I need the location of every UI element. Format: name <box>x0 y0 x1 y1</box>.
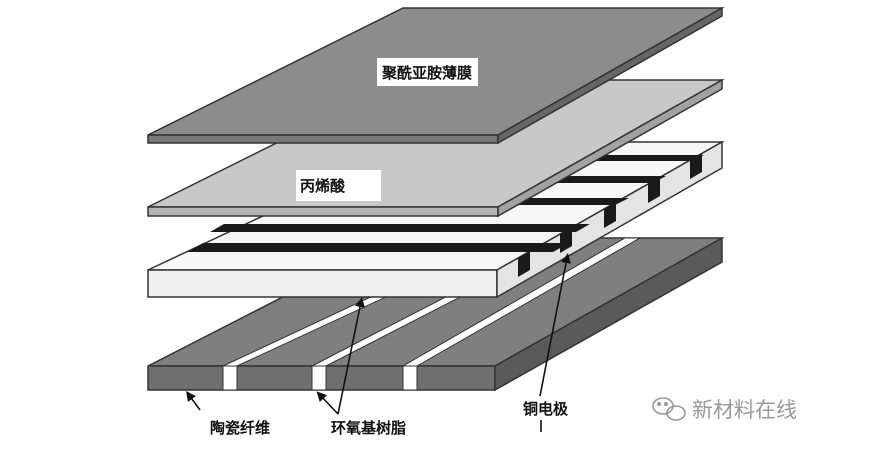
copper-stripe-end <box>604 202 616 228</box>
label-acrylic: 丙烯酸 <box>300 177 346 195</box>
epoxy-strip-front <box>402 365 418 391</box>
watermark: 新材料在线 <box>652 397 797 422</box>
arrows <box>186 253 571 432</box>
polyimide-layer-side <box>497 6 723 145</box>
acrylic-layer-front <box>147 206 499 217</box>
label-ceramic-fiber: 陶瓷纤维 <box>210 419 270 437</box>
wechat-icon <box>652 397 686 421</box>
copper-stripe-end <box>648 177 660 203</box>
copper-stripe <box>592 155 704 161</box>
label-box-acrylic <box>296 170 381 201</box>
copper-stripe-end <box>518 251 530 277</box>
label-copper-electrode: 铜电极 <box>523 400 569 418</box>
copper-stripe <box>210 224 590 232</box>
label-epoxy-resin: 环氧基树脂 <box>331 419 406 437</box>
copper-stripe-end <box>690 153 702 179</box>
copper-stripe <box>553 176 666 183</box>
arrow-copper-electrode <box>539 253 571 397</box>
label-box-polyimide <box>377 58 478 86</box>
epoxy-strip-front <box>311 365 327 391</box>
epoxy-strip-front <box>222 365 238 391</box>
polyimide-layer-front <box>147 134 499 144</box>
base-layer-side <box>494 236 723 392</box>
electrode-layer-front <box>147 269 498 298</box>
acrylic-layer-side <box>497 78 723 218</box>
copper-stripe <box>187 243 569 252</box>
arrow-epoxy-resin-2 <box>337 297 365 415</box>
label-polyimide-film: 聚酰亚胺薄膜 <box>381 64 472 82</box>
arrow-epoxy-resin-1 <box>316 391 339 415</box>
arrow-ceramic-fiber <box>186 390 201 411</box>
watermark-text: 新材料在线 <box>692 398 797 422</box>
copper-stripe <box>514 198 629 205</box>
copper-stripe-end <box>560 227 572 253</box>
